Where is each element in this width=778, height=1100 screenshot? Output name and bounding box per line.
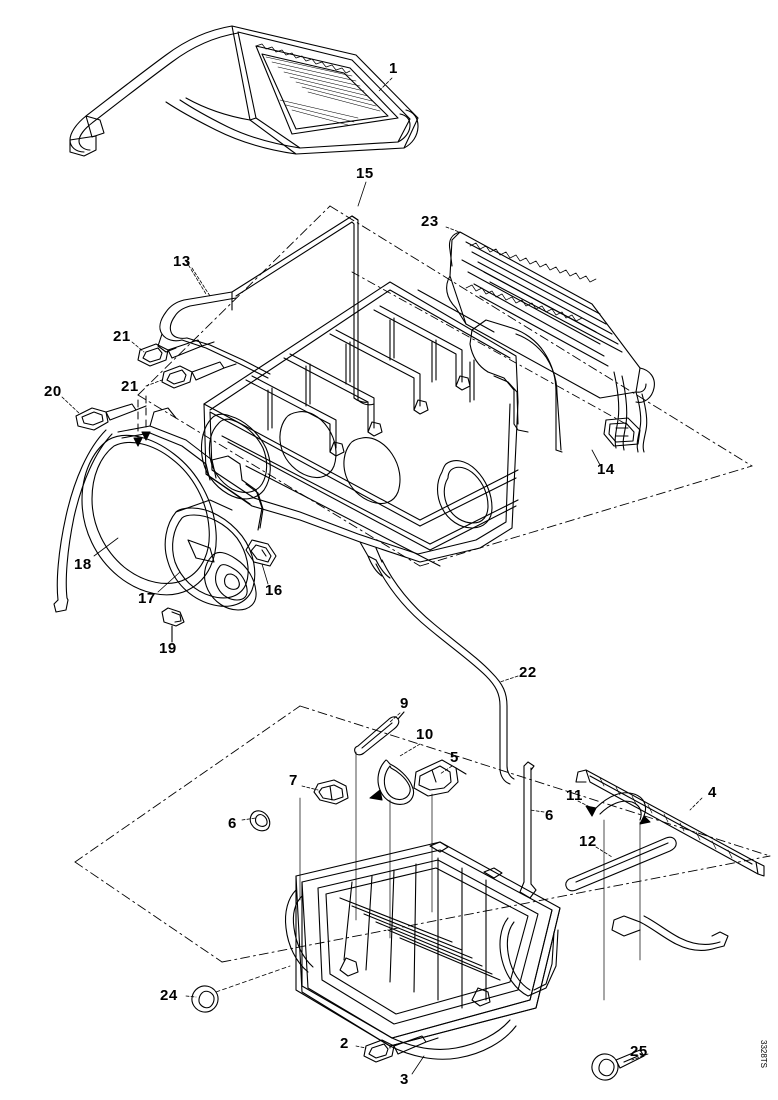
callout-23: 23 (421, 213, 439, 230)
part-25-clamp (591, 1049, 649, 1081)
upper-plane-inner-diagonal (351, 271, 627, 425)
callout-25: 25 (630, 1043, 648, 1060)
part-15-case-gasket (183, 215, 375, 406)
blower-motor-assembly (53, 267, 277, 643)
callout-16: 16 (265, 582, 283, 599)
part-14-core-tube-clamp (469, 319, 563, 453)
callout-15: 15 (356, 165, 374, 182)
callout-14: 14 (597, 461, 615, 478)
part-22-drain-hose (375, 559, 519, 785)
small-linkage-parts (241, 711, 677, 1001)
callout-2: 2 (340, 1035, 349, 1052)
part-23-heater-core (445, 226, 655, 466)
callout-9: 9 (400, 695, 409, 712)
callout-21-lower: 21 (121, 378, 139, 395)
part-3-lower-case (284, 841, 561, 1075)
callout-22: 22 (519, 664, 537, 681)
callout-12: 12 (579, 833, 597, 850)
part-24-grommet (185, 965, 291, 1013)
upper-assembly-plane (137, 205, 753, 567)
lower-assembly-plane (74, 705, 771, 963)
callout-6-right: 6 (545, 807, 554, 824)
callout-17: 17 (138, 590, 156, 607)
callout-3: 3 (400, 1071, 409, 1088)
lower-case-hose-outlet (611, 915, 729, 951)
callout-7: 7 (289, 772, 298, 789)
callout-20: 20 (44, 383, 62, 400)
callout-19: 19 (159, 640, 177, 657)
callout-10: 10 (416, 726, 434, 743)
upper-case-housing (200, 281, 519, 579)
callout-21-upper: 21 (113, 328, 131, 345)
callout-24: 24 (160, 987, 178, 1004)
part-4-seal-strip (575, 769, 765, 877)
part-1-upper-frame (69, 25, 419, 207)
callout-6-left: 6 (228, 815, 237, 832)
callout-1: 1 (389, 60, 398, 77)
part-2-screw (355, 1035, 439, 1063)
callout-4: 4 (708, 784, 717, 801)
callout-11: 11 (566, 787, 583, 804)
drawing-code: 3328TS (759, 1040, 768, 1069)
callout-5: 5 (450, 749, 459, 766)
callout-18: 18 (74, 556, 92, 573)
callout-13: 13 (173, 253, 191, 270)
